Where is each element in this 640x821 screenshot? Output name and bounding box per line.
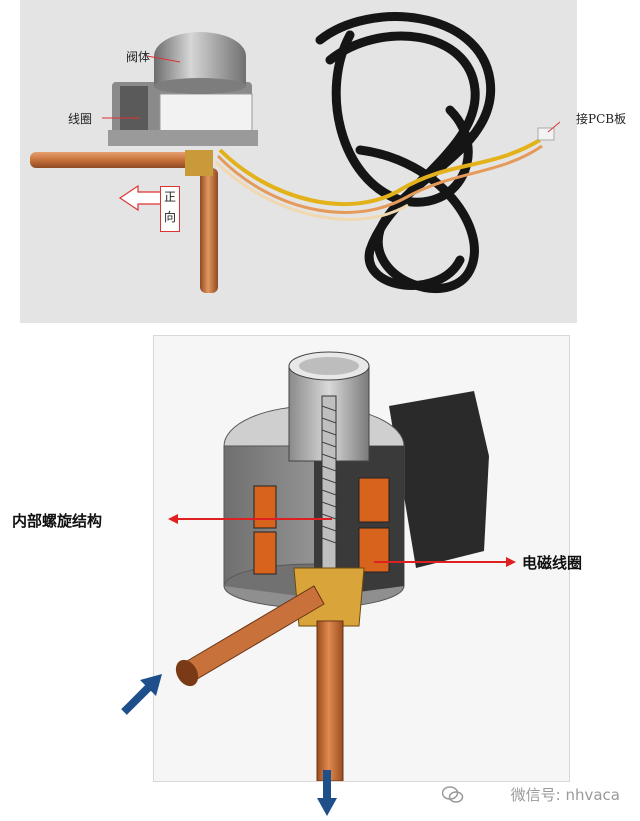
cable-bundle: [315, 12, 496, 293]
label-coil: 线圈: [68, 112, 93, 126]
label-internal-screw: 内部螺旋结构: [12, 512, 103, 530]
label-forward-char1: 正: [163, 190, 176, 204]
valve-cutaway-diagram: [153, 335, 570, 782]
label-em-coil: 电磁线圈: [522, 554, 583, 572]
valve-photo-illustration: [30, 12, 561, 293]
watermark-text: 微信号: nhvaca: [510, 786, 620, 804]
label-pcb: 接PCB板: [576, 112, 627, 126]
label-forward-char2: 向: [163, 210, 176, 224]
wechat-icon: [442, 786, 464, 803]
inflow-arrow: [121, 674, 162, 715]
cutaway-illustration: [168, 351, 516, 781]
valve-photo: [20, 0, 577, 323]
label-valve-body: 阀体: [126, 50, 151, 64]
label-forward-direction: 正 向: [160, 186, 180, 232]
outflow-arrow: [317, 770, 337, 816]
